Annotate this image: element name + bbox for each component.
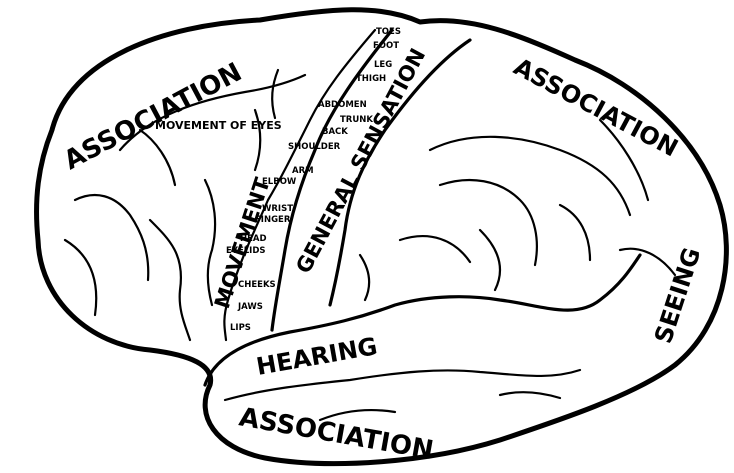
parietal-fold-3 [400, 236, 470, 262]
body-part-wrist: WRIST [262, 204, 293, 214]
body-part-foot: FOOT [373, 41, 399, 51]
body-part-abdomen: ABDOMEN [318, 100, 367, 110]
body-part-trunk: TRUNK [340, 115, 373, 125]
body-part-jaws: JAWS [237, 302, 263, 312]
label-movement-of-eyes: MOVEMENT OF EYES [155, 119, 282, 132]
parietal-fold-6 [480, 230, 500, 290]
parietal-fold-1 [430, 137, 630, 215]
body-part-shoulder: SHOULDER [288, 142, 341, 152]
body-part-elbow: ELBOW [262, 177, 297, 187]
label-hearing: HEARING [254, 332, 379, 381]
temporal-fold-2 [500, 392, 560, 398]
parietal-fold-2 [440, 180, 537, 265]
parietal-fold-4 [560, 205, 590, 260]
body-part-arm: ARM [292, 166, 314, 176]
frontal-fold-3 [75, 195, 148, 280]
body-part-back: BACK [322, 127, 348, 137]
label-seeing: SEEING [649, 244, 706, 347]
body-part-finger: FINGER [255, 215, 291, 225]
body-part-lips: LIPS [230, 323, 251, 333]
frontal-fold-4 [65, 240, 96, 315]
body-part-thigh: THIGH [356, 74, 386, 84]
frontal-fold-6 [205, 180, 215, 305]
body-part-eyelids: EYELIDS [226, 246, 266, 256]
body-part-head: HEAD [240, 234, 267, 244]
body-part-toes: TOES [376, 27, 401, 37]
frontal-fold-5 [150, 220, 190, 340]
frontal-fold-2 [140, 130, 175, 185]
frontal-fold-8 [272, 70, 278, 118]
parietal-fold-7 [360, 255, 369, 300]
body-part-leg: LEG [374, 60, 392, 70]
body-part-cheeks: CHEEKS [238, 280, 276, 290]
